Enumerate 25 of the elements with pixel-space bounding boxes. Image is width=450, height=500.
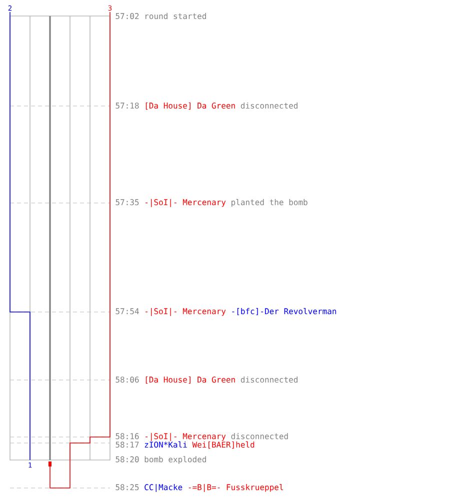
event-text: disconnected xyxy=(231,433,288,440)
player-name: Wei[BAER]held xyxy=(192,441,254,449)
timestamp: 58:06 xyxy=(116,376,139,383)
timestamp: 58:17 xyxy=(116,442,139,448)
player-name: -|SoI|- Mercenary xyxy=(146,199,226,207)
event-text: disconnected xyxy=(240,102,298,109)
timestamp: 57:35 xyxy=(116,199,139,206)
event-text: disconnected xyxy=(240,376,298,383)
player-name: CC|Macke xyxy=(144,484,182,492)
player-name: [Da House] Da Green xyxy=(146,376,235,384)
timestamp: 58:16 xyxy=(116,433,139,440)
player-name: -|SoI|- Mercenary xyxy=(146,433,226,441)
timestamp: 57:18 xyxy=(116,102,139,109)
timestamp: 57:54 xyxy=(116,308,139,314)
player-name: zION*Kali xyxy=(144,441,187,448)
event-text: planted the bomb xyxy=(232,199,308,207)
player-name: [Da House] Da Green xyxy=(146,102,235,110)
event-text: bomb exploded xyxy=(144,456,206,464)
player-name: -|SoI|- Mercenary xyxy=(146,308,226,316)
player-name: -[bfc]-Der Revolverman xyxy=(232,308,336,316)
timestamp: 57:02 xyxy=(116,13,139,20)
player-name: -=B|B=- Fusskrueppel xyxy=(188,484,283,492)
event-text: round started xyxy=(146,12,206,20)
timestamp: 58:25 xyxy=(116,484,139,490)
timestamp: 58:20 xyxy=(116,456,139,462)
